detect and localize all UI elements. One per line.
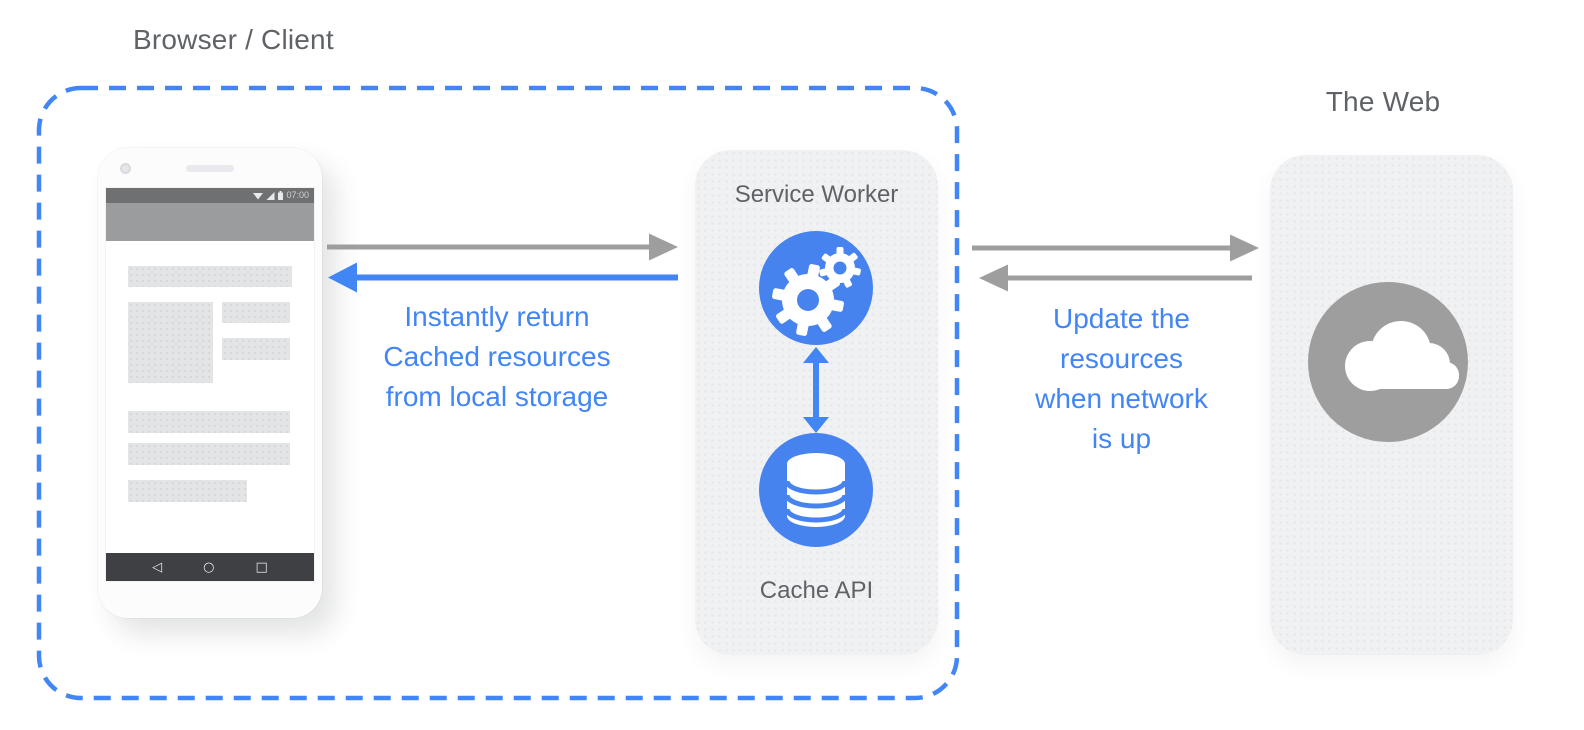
- database-icon: [784, 453, 848, 527]
- placeholder-text-bar: [128, 443, 290, 465]
- service-worker-panel: Service Worker: [695, 150, 938, 655]
- phone-nav-bar: ◁ ○ □: [106, 553, 314, 581]
- cache-api-badge: [759, 433, 873, 547]
- signal-icon: [266, 191, 275, 200]
- phone-app-bar: [106, 203, 314, 241]
- recents-icon: □: [255, 559, 268, 575]
- network-fetch-arrow-gray: [972, 234, 1259, 262]
- annotation-line: Update the: [1053, 303, 1190, 334]
- the-web-heading: The Web: [1325, 86, 1441, 117]
- battery-icon: [278, 191, 284, 200]
- home-icon: ○: [203, 559, 215, 575]
- placeholder-text-bar: [222, 338, 290, 360]
- web-cloud-badge: [1308, 282, 1468, 442]
- phone-camera-icon: [120, 163, 131, 174]
- annotation-line: Cached resources: [383, 341, 611, 372]
- annotation-line: from local storage: [385, 381, 609, 412]
- cached-response-arrow-blue: [328, 262, 678, 293]
- annotation-line: when network: [1035, 383, 1208, 414]
- back-icon: ◁: [152, 559, 163, 575]
- browser-client-heading: Browser / Client: [133, 24, 334, 55]
- web-panel: [1270, 155, 1513, 655]
- wifi-icon: [253, 192, 264, 199]
- phone-status-bar: 07:00: [106, 188, 314, 203]
- placeholder-text-bar: [128, 266, 292, 287]
- phone-speaker-icon: [186, 165, 234, 172]
- cloud-icon: [1345, 321, 1459, 391]
- gears-icon: [772, 247, 861, 336]
- service-worker-title: Service Worker: [734, 181, 899, 208]
- placeholder-text-bar: [222, 302, 290, 323]
- annotation-line: Instantly return: [404, 301, 590, 332]
- phone-screen: 07:00 ◁ ○ □: [106, 188, 314, 581]
- status-time: 07:00: [286, 190, 309, 200]
- placeholder-text-bar: [128, 411, 290, 433]
- annotation-line: is up: [1091, 423, 1152, 454]
- cache-api-title: Cache API: [759, 577, 874, 604]
- placeholder-image-block: [128, 302, 213, 383]
- network-update-annotation: Update the resources when network is up: [1000, 299, 1243, 459]
- network-response-arrow-gray: [979, 264, 1252, 292]
- placeholder-text-bar: [128, 480, 247, 502]
- service-worker-gears-badge: [759, 231, 873, 345]
- phone-page-content: [106, 241, 314, 553]
- phone-mockup: 07:00 ◁ ○ □: [98, 148, 322, 618]
- cached-return-annotation: Instantly return Cached resources from l…: [337, 297, 657, 417]
- annotation-line: resources: [1060, 343, 1183, 374]
- request-arrow-gray: [327, 233, 678, 261]
